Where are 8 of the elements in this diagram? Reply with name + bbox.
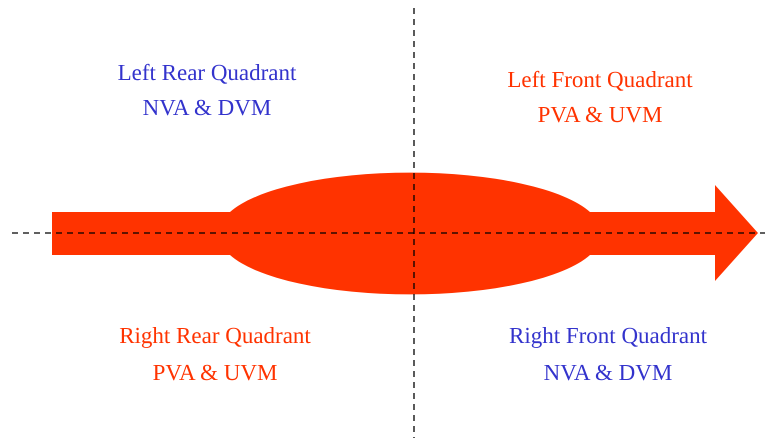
quadrant-subtitle: PVA & UVM — [538, 103, 662, 126]
quadrant-title: Left Rear Quadrant — [118, 61, 296, 84]
quadrant-subtitle: NVA & DVM — [544, 361, 672, 384]
quadrant-title: Right Rear Quadrant — [119, 324, 311, 347]
quadrant-title: Right Front Quadrant — [508, 324, 708, 347]
quadrant-title: Left Front Quadrant — [507, 68, 693, 91]
quadrant-subtitle: PVA & UVM — [152, 361, 278, 384]
quadrant-subtitle: NVA & DVM — [142, 96, 272, 119]
